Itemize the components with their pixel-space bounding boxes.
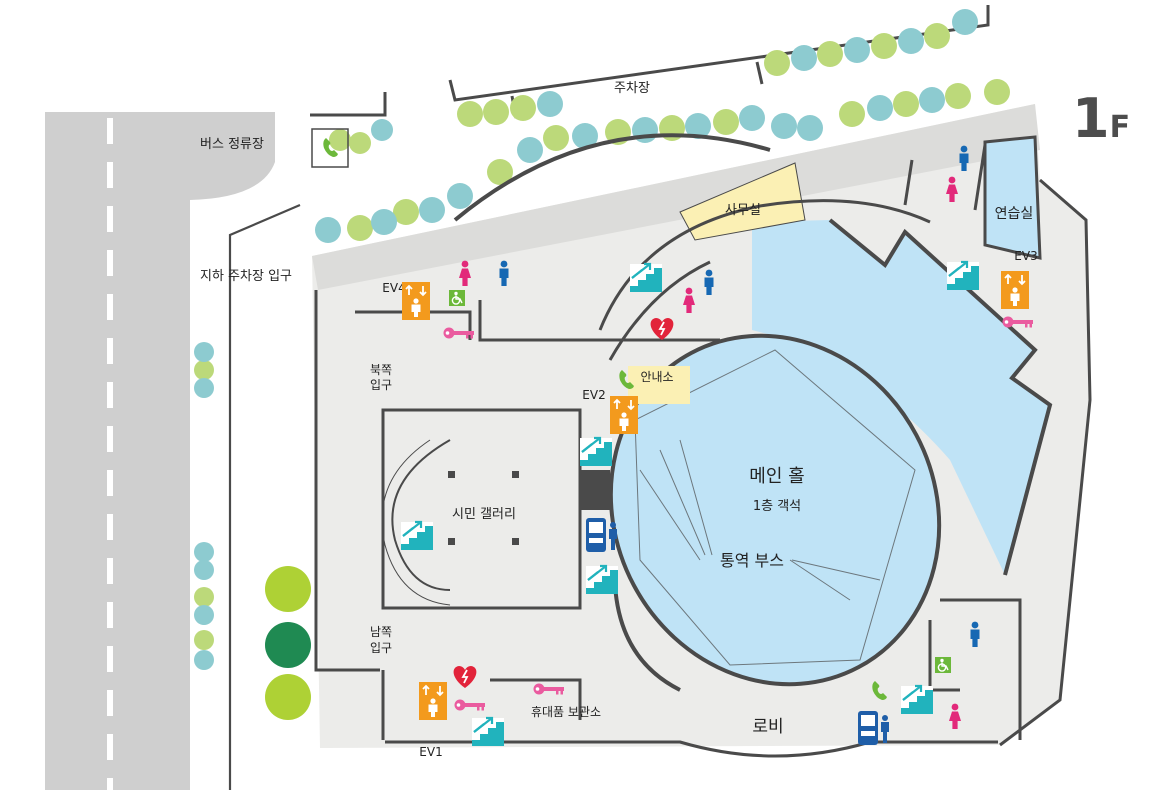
- elevator-icon: [418, 681, 448, 721]
- floor-number: 1: [1072, 87, 1110, 150]
- wheelchair-icon: [448, 289, 466, 307]
- vending-machine-icon: [586, 518, 617, 552]
- label-main-hall-sub: 1층 객석: [753, 499, 801, 514]
- label-belongings-storage: 휴대품 보관소: [531, 705, 601, 719]
- label-ev4: EV4: [382, 281, 405, 295]
- label-south-entrance-1: 남쪽: [370, 625, 392, 639]
- elevator-icon: [609, 395, 639, 435]
- phone-booth: [311, 128, 349, 168]
- curved-canopy-wall: [453, 133, 771, 222]
- label-practice-room: 연습실: [995, 206, 1034, 222]
- road: [45, 112, 275, 790]
- practice-room: [983, 135, 1042, 260]
- escalator-icon: [470, 716, 506, 748]
- label-underground-parking: 지하 주차장 입구: [200, 269, 292, 284]
- label-info-desk: 안내소: [640, 370, 673, 384]
- elevator-icon: [401, 281, 431, 321]
- dark-column: [580, 470, 610, 510]
- main-hall: [608, 218, 1053, 687]
- escalator-icon: [399, 520, 435, 552]
- escalator-icon: [578, 436, 614, 468]
- escalator-icon: [628, 262, 664, 294]
- escalator-icon: [945, 260, 981, 292]
- label-main-hall: 메인 홀: [749, 466, 804, 487]
- label-office: 사무실: [725, 203, 761, 218]
- label-north-entrance-1: 북쪽: [370, 363, 392, 377]
- gallery-stairs: [381, 439, 451, 606]
- gallery-columns: [448, 471, 519, 545]
- label-lobby: 로비: [752, 717, 783, 737]
- label-citizen-gallery: 시민 갤러리: [452, 507, 516, 522]
- label-bus-stop: 버스 정류장: [200, 137, 264, 152]
- interior-walls: [314, 144, 1092, 758]
- vending-machine-icon: [858, 711, 889, 745]
- label-ev3: EV3: [1014, 249, 1037, 263]
- label-north-entrance-2: 입구: [370, 378, 392, 392]
- label-south-entrance-2: 입구: [370, 641, 392, 655]
- label-ev2: EV2: [582, 388, 605, 402]
- escalator-icon: [584, 564, 620, 596]
- info-desk: [628, 366, 690, 404]
- floor-suffix: F: [1109, 110, 1131, 145]
- label-parking: 주차장: [614, 81, 650, 96]
- parking-walls: [228, 5, 990, 790]
- escalator-icon: [899, 684, 935, 716]
- wheelchair-icon: [934, 656, 952, 674]
- floor-indicator: 1F: [1072, 92, 1130, 146]
- label-ev1: EV1: [419, 745, 442, 759]
- elevator-icon: [1000, 270, 1030, 310]
- label-interpretation-booth: 통역 부스: [720, 551, 784, 570]
